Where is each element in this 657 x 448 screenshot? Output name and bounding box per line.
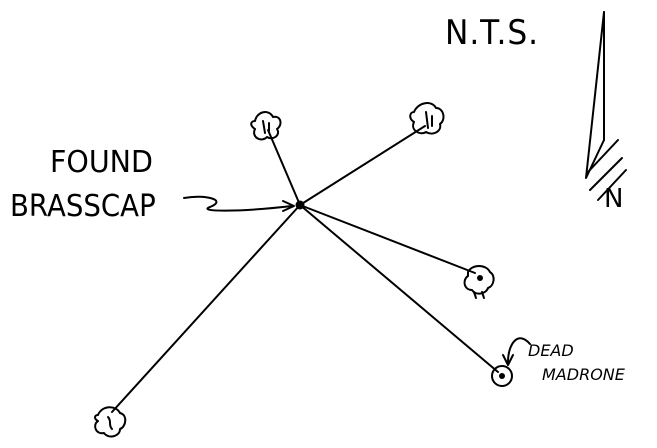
brass-cap-dot-icon	[295, 200, 305, 210]
tree-symbol-icon	[250, 111, 282, 141]
tie-line-east	[299, 204, 476, 274]
tree-label-line-1: DEAD	[528, 341, 574, 360]
north-arrow-icon	[585, 11, 627, 201]
madrone-leader-arrowhead	[502, 354, 514, 366]
monument-label-line-1: FOUND	[50, 145, 153, 180]
tie-line-northeast	[299, 125, 426, 206]
tree-symbol-icon	[94, 406, 127, 438]
tree-label-line-2: MADRONE	[542, 365, 625, 384]
north-label: N	[604, 184, 624, 214]
tie-lines	[111, 125, 499, 413]
monument-leader	[183, 195, 293, 212]
monument-leader-arrowhead	[282, 200, 295, 212]
not-to-scale-note: N.T.S.	[445, 13, 540, 53]
monument-label-line-2: BRASSCAP	[10, 189, 156, 224]
tree-symbol-icon	[491, 365, 513, 387]
tie-line-southeast	[299, 204, 499, 373]
madrone-leader	[507, 337, 531, 363]
tie-line-north	[267, 129, 301, 206]
tree-symbol-icon	[463, 265, 495, 299]
tie-line-southwest	[111, 204, 301, 413]
tree-symbol-icon	[409, 102, 445, 135]
